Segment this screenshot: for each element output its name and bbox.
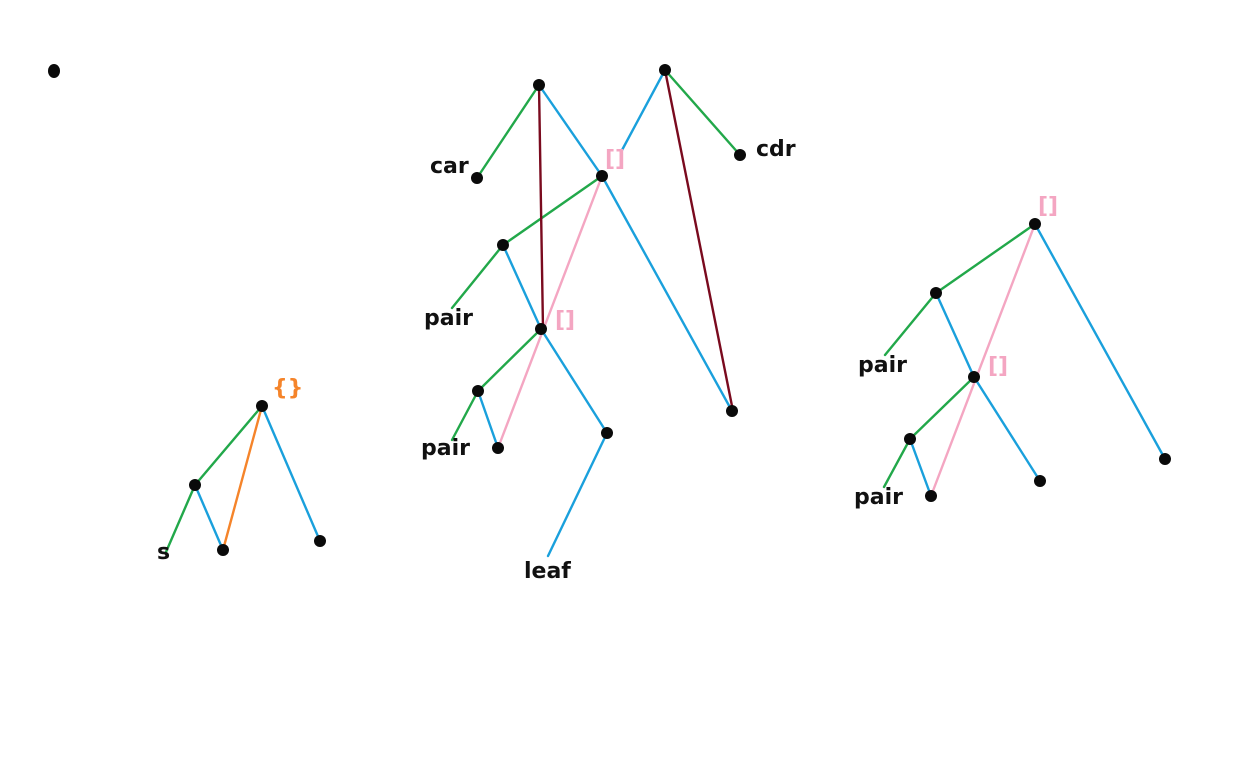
edge-t1-root-left bbox=[193, 404, 264, 487]
label-car: car bbox=[430, 154, 469, 179]
edge-t1-left-mid bbox=[193, 483, 225, 552]
node-t3-d bbox=[1034, 475, 1046, 487]
edge-t2-d-f bbox=[539, 327, 609, 435]
edge-t2-pink-link bbox=[496, 174, 604, 450]
labels: s car cdr pair pair leaf pair pair bbox=[157, 137, 907, 584]
edge-t2-maroon-link-2 bbox=[663, 68, 735, 413]
node-t2-far bbox=[726, 405, 738, 417]
bracket-pink-4: [] bbox=[988, 354, 1008, 379]
label-cdr: cdr bbox=[756, 137, 796, 162]
node-t1-root bbox=[256, 400, 268, 412]
label-leaf: leaf bbox=[524, 559, 571, 584]
edge-t2-maroon-link-1 bbox=[537, 83, 545, 331]
edge-t1-root-right bbox=[260, 404, 322, 543]
node-t2-c bbox=[497, 239, 509, 251]
node-t1-left bbox=[189, 479, 201, 491]
edge-t2-root2-cdr bbox=[663, 68, 742, 157]
node-t2-d bbox=[535, 323, 547, 335]
edge-t2-d-e bbox=[476, 327, 543, 393]
node-t2-cdr bbox=[734, 149, 746, 161]
bracket-pink-3: [] bbox=[1038, 194, 1058, 219]
node-t2-root2 bbox=[659, 64, 671, 76]
edge-t3-a-pair bbox=[883, 291, 938, 357]
edge-t2-c-pair bbox=[450, 243, 505, 310]
edge-t3-c-e bbox=[908, 437, 933, 498]
bracket-orange-braces: {} bbox=[272, 376, 303, 401]
label-pair-1: pair bbox=[424, 306, 473, 331]
node-t2-g bbox=[492, 442, 504, 454]
bracket-pink-2: [] bbox=[555, 308, 575, 333]
node-t2-e bbox=[472, 385, 484, 397]
edge-t1-orange-link bbox=[221, 404, 264, 552]
edge-t3-root-far bbox=[1033, 222, 1167, 461]
edge-t2-f-leaf bbox=[546, 431, 609, 558]
nodes bbox=[48, 64, 1171, 556]
node-t2-f bbox=[601, 427, 613, 439]
edge-t3-a-b bbox=[934, 291, 976, 379]
node-t3-a bbox=[930, 287, 942, 299]
node-isolated bbox=[48, 64, 60, 78]
edge-t3-b-d bbox=[972, 375, 1042, 483]
node-t3-e bbox=[925, 490, 937, 502]
edge-t3-b-c bbox=[908, 375, 976, 441]
edge-t2-b-far bbox=[600, 174, 734, 413]
node-t1-mid bbox=[217, 544, 229, 556]
edge-t2-e-g bbox=[476, 389, 500, 450]
edges bbox=[164, 68, 1167, 558]
node-t2-car bbox=[471, 172, 483, 184]
edge-t2-root2-partial bbox=[619, 68, 667, 154]
label-pair-3: pair bbox=[858, 353, 907, 378]
label-pair-2: pair bbox=[421, 436, 470, 461]
edge-t2-b-c bbox=[501, 174, 604, 247]
node-t3-c bbox=[904, 433, 916, 445]
bracket-markers: {} [] [] [] [] bbox=[272, 147, 1058, 401]
node-t2-root bbox=[533, 79, 545, 91]
node-t3-b bbox=[968, 371, 980, 383]
edge-t2-root-car bbox=[475, 83, 541, 180]
edge-t3-pink-link bbox=[929, 222, 1037, 498]
bracket-pink-1: [] bbox=[605, 147, 625, 172]
node-t2-b bbox=[596, 170, 608, 182]
node-t1-right bbox=[314, 535, 326, 547]
node-t3-root bbox=[1029, 218, 1041, 230]
edge-t1-left-s bbox=[164, 483, 197, 554]
edge-t2-root-b bbox=[537, 83, 604, 178]
edge-t3-root-a bbox=[934, 222, 1037, 295]
edge-t2-e-pair bbox=[450, 389, 480, 442]
label-s: s bbox=[157, 540, 170, 565]
edge-t3-c-pair bbox=[882, 437, 912, 489]
node-t3-far bbox=[1159, 453, 1171, 465]
edge-t2-c-d bbox=[501, 243, 543, 331]
label-pair-4: pair bbox=[854, 485, 903, 510]
